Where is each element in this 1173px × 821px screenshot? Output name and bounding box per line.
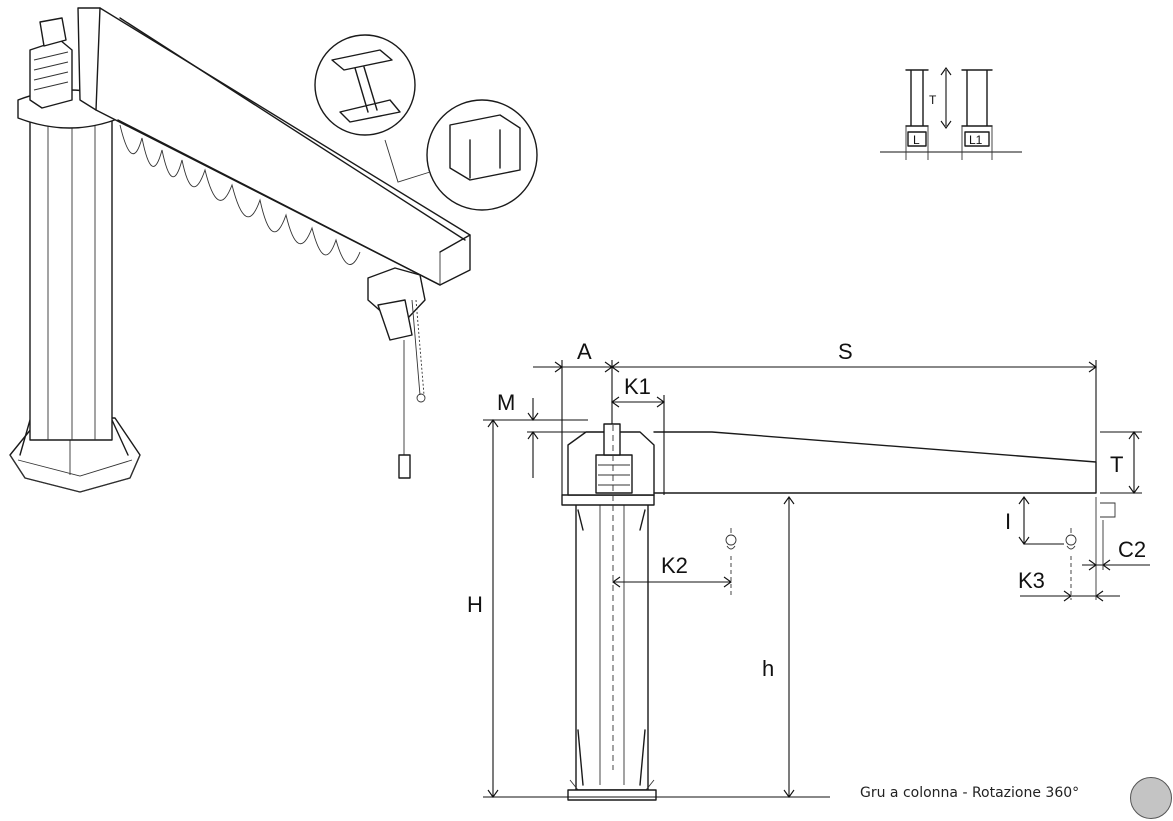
- label-C2: C2: [1118, 537, 1146, 562]
- label-S: S: [838, 339, 853, 364]
- profile-detail: [880, 67, 1022, 160]
- label-K2: K2: [661, 553, 688, 578]
- perspective-crane: [9, 7, 538, 493]
- label-A: A: [577, 339, 592, 364]
- label-T: T: [1110, 452, 1123, 477]
- label-I: I: [1005, 509, 1011, 534]
- label-h: h: [762, 656, 774, 681]
- label-H: H: [467, 592, 483, 617]
- label-K1: K1: [624, 374, 651, 399]
- profile-label-L: L: [913, 133, 920, 147]
- label-K3: K3: [1018, 568, 1045, 593]
- dimension-lines: [483, 360, 1150, 798]
- caption: Gru a colonna - Rotazione 360°: [860, 785, 1080, 801]
- profile-labels: T L L1: [913, 93, 983, 147]
- profile-label-T: T: [929, 93, 937, 107]
- front-elevation: [561, 423, 1116, 801]
- section-badge: [1130, 777, 1172, 819]
- dimension-labels: A S K1 M T H h K2 I K3 C2: [467, 339, 1146, 681]
- label-M: M: [497, 390, 515, 415]
- profile-label-L1: L1: [969, 133, 983, 147]
